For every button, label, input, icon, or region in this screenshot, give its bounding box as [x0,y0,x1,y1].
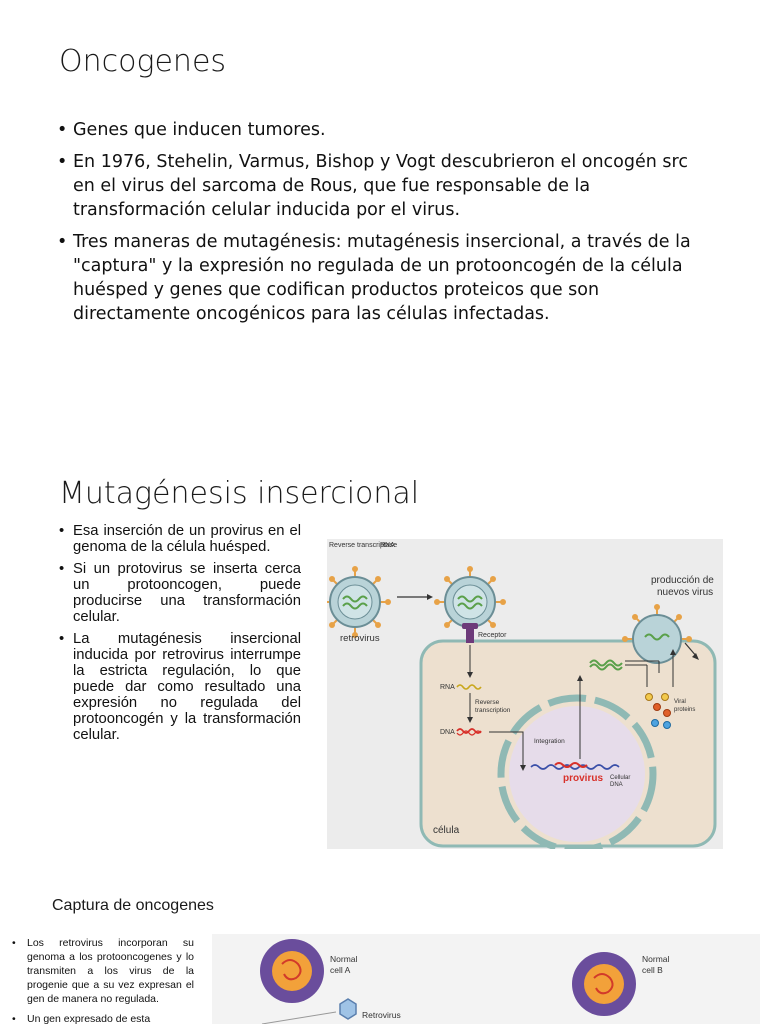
bullet-item: Genes que inducen tumores. [57,118,712,142]
label-reverse-transcription-2: transcription [475,707,511,714]
label-dna: DNA [440,729,455,736]
oncogene-capture-diagram: Normal cell A Normal cell B Retrovirus [212,934,760,1024]
label-celula: célula [433,825,460,836]
bullet-item: Si un protovirus se inserta cerca un pro… [59,561,301,625]
bullet-item: Un gen expresado de esta [12,1012,194,1024]
slide-captura-de-oncogenes: Captura de oncogenes Los retrovirus inco… [0,880,768,1024]
label-reverse-transcription-1: Reverse [475,699,500,706]
nucleus [509,706,645,842]
retrovirus-particle [327,566,391,638]
bullet-item: Los retrovirus incorporan su genoma a lo… [12,936,194,1006]
label-provirus: provirus [563,773,603,784]
label-viral-proteins-2: proteins [674,707,695,713]
label-normal-cell-a-2: cell A [330,965,351,975]
slide-title: Mutagénesis insercional [59,476,420,511]
retrovirus-particle-binding [434,566,506,628]
label-normal-cell-b-1: Normal [642,954,670,964]
label-cellular-dna-1: Cellular [610,775,630,781]
normal-cell-b [572,952,636,1016]
bullet-list: Genes que inducen tumores. En 1976, Steh… [57,118,712,334]
receptor [466,627,474,643]
slide-oncogenes: Oncogenes Genes que inducen tumores. En … [0,0,768,440]
label-retrovirus: Retrovirus [362,1010,401,1020]
bullet-item: Esa inserción de un provirus en el genom… [59,523,301,555]
bullet-item: En 1976, Stehelin, Varmus, Bishop y Vogt… [57,150,712,222]
label-normal-cell-a-1: Normal [330,954,358,964]
bullet-list: Esa inserción de un provirus en el genom… [59,523,301,749]
viral-proteins [645,693,671,729]
label-rna: RNA [440,684,455,691]
label-produccion-2: nuevos virus [657,587,713,598]
budding-virus [622,604,692,664]
label-produccion-1: producción de [651,575,714,586]
label-cellular-dna-2: DNA [610,782,623,788]
retrovirus-infection-diagram: Reverse transcriptase RNA retrovirus Rec… [327,539,723,849]
normal-cell-a [260,939,324,1003]
bullet-list: Los retrovirus incorporan su genoma a lo… [12,936,194,1024]
slide-title: Oncogenes [59,44,227,79]
retrovirus-hexagon [339,998,357,1020]
label-retrovirus: retrovirus [340,633,380,644]
bullet-item: Tres maneras de mutagénesis: mutagénesis… [57,230,712,326]
label-normal-cell-b-2: cell B [642,965,663,975]
label-reverse-transcriptase: Reverse transcriptase [329,542,397,549]
label-rna-top: RNA [380,542,395,549]
label-viral-proteins-1: Viral [674,699,686,705]
slide-title: Captura de oncogenes [52,897,214,914]
label-integration: Integration [534,738,565,745]
label-receptor: Receptor [478,632,507,639]
bullet-item: La mutagénesis insercional inducida por … [59,631,301,743]
slide-mutagenesis-insercional: Mutagénesis insercional Esa inserción de… [0,446,768,870]
